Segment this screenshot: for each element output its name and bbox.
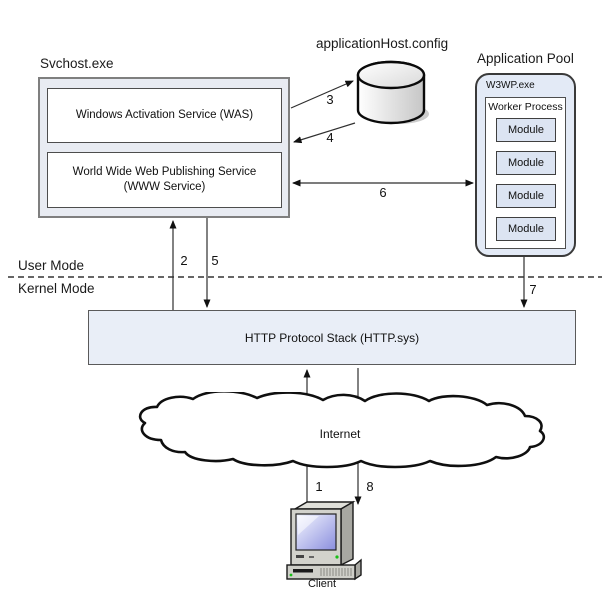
flow-label-7: 7 xyxy=(529,282,537,297)
was-service-box: Windows Activation Service (WAS) xyxy=(47,88,282,143)
database-cylinder-icon xyxy=(356,60,429,125)
svchost-container-box: Windows Activation Service (WAS) World W… xyxy=(38,77,290,218)
client-computer-icon xyxy=(286,500,362,581)
module-box: Module xyxy=(496,217,556,241)
w3wp-process-label: W3WP.exe xyxy=(486,80,535,91)
www-service-label-line1: World Wide Web Publishing Service xyxy=(72,166,257,179)
worker-process-box: Worker Process Module Module Module Modu… xyxy=(485,97,566,249)
internet-cloud-icon xyxy=(138,392,546,469)
confighost-title: applicationHost.config xyxy=(316,36,449,51)
flow-label-1: 1 xyxy=(315,479,323,494)
flow-label-8: 8 xyxy=(366,479,374,494)
client-label: Client xyxy=(307,578,337,590)
internet-label: Internet xyxy=(319,427,361,441)
flow-label-3: 3 xyxy=(326,92,334,107)
module-box: Module xyxy=(496,184,556,208)
flow-label-6: 6 xyxy=(379,185,387,200)
flow-label-4: 4 xyxy=(326,130,334,145)
was-service-label: Windows Activation Service (WAS) xyxy=(75,109,254,122)
kernel-mode-label: Kernel Mode xyxy=(18,281,95,296)
app-pool-box: W3WP.exe Worker Process Module Module Mo… xyxy=(475,73,576,257)
module-box: Module xyxy=(496,151,556,175)
worker-process-label: Worker Process xyxy=(488,101,563,113)
user-mode-label: User Mode xyxy=(18,258,85,273)
svchost-title: Svchost.exe xyxy=(40,56,114,71)
flow-label-5: 5 xyxy=(211,253,219,268)
module-box: Module xyxy=(496,118,556,142)
http-sys-box: HTTP Protocol Stack (HTTP.sys) xyxy=(88,310,576,365)
flow-label-2: 2 xyxy=(180,253,188,268)
app-pool-title: Application Pool xyxy=(477,51,574,66)
http-sys-label: HTTP Protocol Stack (HTTP.sys) xyxy=(244,330,420,345)
www-service-box: World Wide Web Publishing Service (WWW S… xyxy=(47,152,282,208)
www-service-label-line2: (WWW Service) xyxy=(123,181,206,193)
